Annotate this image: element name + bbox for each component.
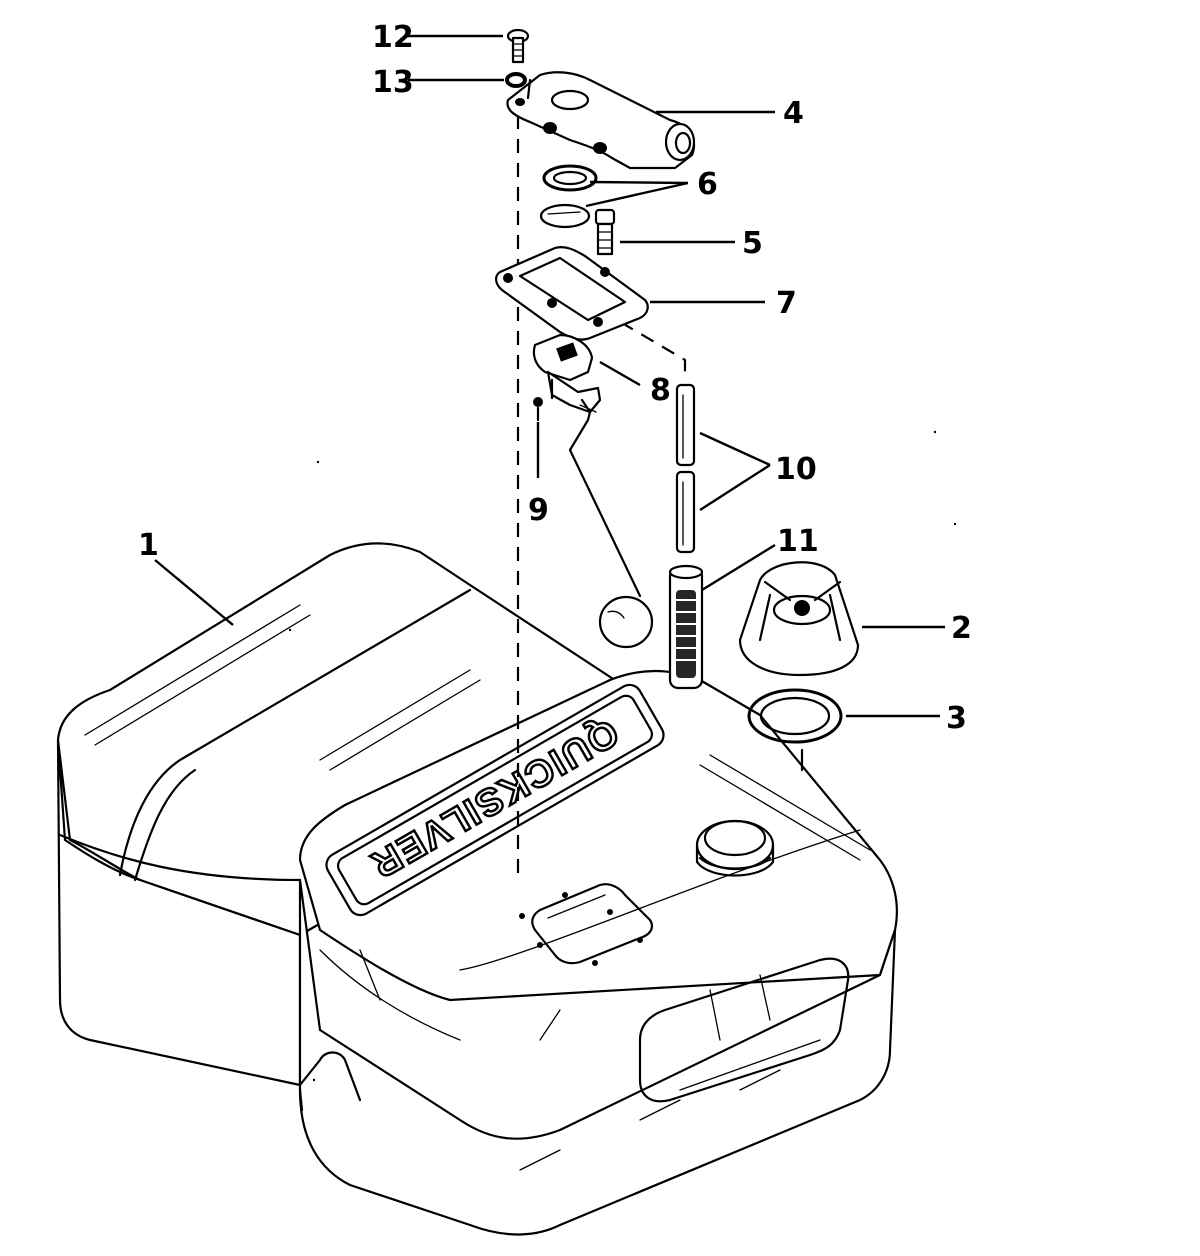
filter-part-11 — [668, 564, 704, 690]
gasket-part-7 — [495, 246, 649, 341]
callout-11: 11 — [777, 524, 819, 559]
fuel-gauge-part-8 — [532, 333, 654, 649]
callout-13: 13 — [372, 65, 414, 100]
callout-4: 4 — [783, 96, 804, 131]
callout-1: 1 — [138, 528, 159, 563]
filler-cap-part-2 — [738, 561, 860, 677]
outlet-housing-part-4 — [506, 71, 696, 170]
leader-lines — [154, 34, 945, 718]
seal-part-6 — [539, 164, 598, 229]
washer-part-13 — [505, 72, 527, 88]
callout-12: 12 — [372, 20, 414, 55]
cap-gasket-part-3 — [747, 688, 843, 744]
screw-part-9 — [533, 397, 543, 422]
fitting-part-5 — [594, 208, 616, 256]
callout-3: 3 — [946, 701, 967, 736]
callout-8: 8 — [650, 373, 671, 408]
callout-2: 2 — [951, 611, 972, 646]
callout-7: 7 — [776, 286, 797, 321]
callout-9: 9 — [528, 493, 549, 528]
callout-5: 5 — [742, 226, 763, 261]
tube-part-10 — [675, 383, 696, 554]
callout-10: 10 — [775, 452, 817, 487]
screw-part-12 — [506, 28, 530, 64]
fuel-tank: QUICKSILVER — [56, 542, 898, 1236]
callout-6: 6 — [697, 167, 718, 202]
